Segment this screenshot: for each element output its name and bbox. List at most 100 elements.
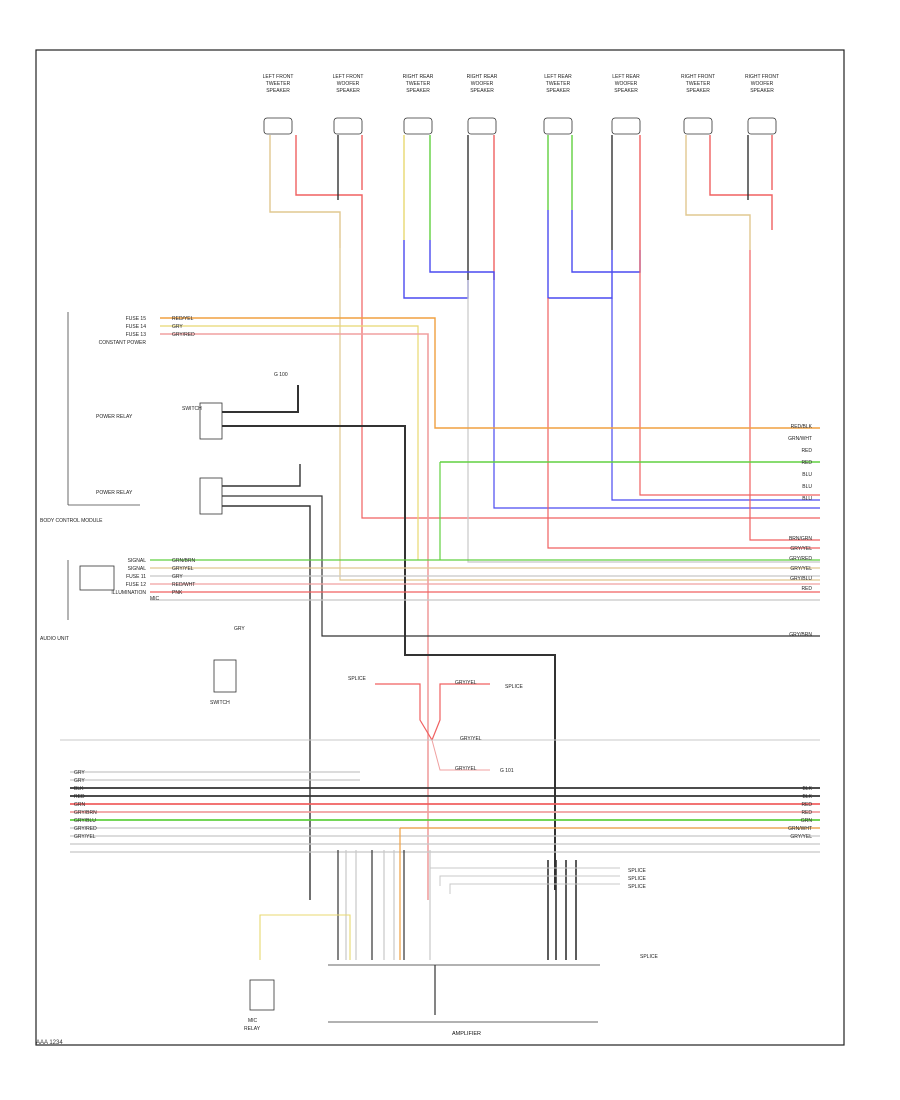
wire-label: GRN/BRN <box>172 558 195 564</box>
wire-label: RED/WHT <box>172 582 195 588</box>
pin-label: FUSE 14 <box>126 324 147 330</box>
footer-code: AAA 1234 <box>36 1040 63 1046</box>
pin-label: SIGNAL <box>128 558 147 564</box>
speaker-label-line: LEFT REAR <box>612 74 640 80</box>
bus-right-label: BLU <box>802 472 812 478</box>
splice-label: SPLICE <box>505 684 523 690</box>
pin-label: FUSE 13 <box>126 332 147 338</box>
speaker-label-line: TWEETER <box>406 81 431 87</box>
bus-right-label: GRN <box>801 818 813 824</box>
bus-right-label: BLU <box>802 496 812 502</box>
speaker-label-line: WOOFER <box>337 81 360 87</box>
pin-label: FUSE 11 <box>126 574 146 580</box>
speaker-label-line: SPEAKER <box>406 88 430 94</box>
mic-switch-label: SWITCH <box>210 700 230 706</box>
wire <box>709 135 773 230</box>
bus-right-label: GRY/YEL <box>790 566 812 572</box>
wire-label: GRY/YEL <box>172 566 194 572</box>
wire-label: GRY <box>172 324 183 330</box>
speaker-label-line: SPEAKER <box>266 88 290 94</box>
speaker-label-line: LEFT REAR <box>544 74 572 80</box>
bus-right-label: GRY/RED <box>789 556 812 562</box>
speaker-connector <box>611 117 641 135</box>
wire <box>269 135 341 248</box>
relay-bottom-label: POWER RELAY <box>96 490 133 496</box>
wire <box>222 464 301 487</box>
bus-right-label: BLK <box>803 794 813 800</box>
speaker-label-line: RIGHT REAR <box>467 74 498 80</box>
wire <box>547 298 820 549</box>
diagram-frame <box>35 49 845 1046</box>
speaker-label-line: SPEAKER <box>614 88 638 94</box>
wire <box>467 280 820 563</box>
bus-right-label: RED <box>801 448 812 454</box>
speaker-label-line: WOOFER <box>471 81 494 87</box>
amp-splice-label: SPLICE <box>628 884 646 890</box>
wire <box>295 135 363 230</box>
speaker-connector <box>263 117 293 135</box>
wire <box>160 317 820 429</box>
speaker-label-line: TWEETER <box>266 81 291 87</box>
bus-right-label: RED <box>801 460 812 466</box>
wire <box>160 333 429 900</box>
ground-symbol: G 100 <box>274 372 299 410</box>
amplifier-label: AMPLIFIER <box>452 1031 481 1037</box>
bus-left-label: RED <box>74 794 85 800</box>
bus-left-label: GRY/BRN <box>74 810 97 816</box>
bus-left-label: GRY <box>74 778 85 784</box>
bus-right-label: GRN/WHT <box>788 436 812 442</box>
bus-right-label: RED <box>801 586 812 592</box>
ground-label: G 101 <box>500 768 514 774</box>
wire <box>639 250 820 496</box>
bus-right-label: BLK <box>803 786 813 792</box>
bus-left-label: GRY <box>74 770 85 776</box>
power-relay-bottom <box>199 477 223 515</box>
pin-label: SIGNAL <box>128 566 147 572</box>
speaker-label-line: LEFT FRONT <box>263 74 294 80</box>
speaker-connector <box>543 117 573 135</box>
wire-label: PNK <box>172 590 183 596</box>
speaker-label-line: LEFT FRONT <box>333 74 364 80</box>
relay-top-label: POWER RELAY <box>96 414 133 420</box>
amplifier: AMPLIFIER <box>328 964 600 1037</box>
speaker-connector <box>683 117 713 135</box>
bus-right-label: GRY/BLU <box>790 576 812 582</box>
power-relay-top <box>199 402 223 440</box>
wire <box>449 883 620 894</box>
wire <box>429 240 495 280</box>
splice-label: GRY/YEL <box>455 766 477 772</box>
amp-splice-label: SPLICE <box>628 876 646 882</box>
wire <box>339 248 820 581</box>
bus-right-label: GRY/YEL <box>790 834 812 840</box>
audio-unit: AUDIO UNIT <box>40 560 115 642</box>
mic-label: MIC <box>150 596 160 602</box>
mic-wire-label: GRY <box>234 626 245 632</box>
bus-right-label: RED/BLK <box>791 424 813 430</box>
bus-right-label: GRN/WHT <box>788 826 812 832</box>
bus-left-label: GRY/BLU <box>74 818 96 824</box>
wire-label: RED/YEL <box>172 316 194 322</box>
splice-label: GRY/YEL <box>455 680 477 686</box>
wire <box>375 683 490 742</box>
bus-left-label: GRY/RED <box>74 826 97 832</box>
splice-label: GRY/YEL <box>460 736 482 742</box>
audio-unit-label: AUDIO UNIT <box>40 636 69 642</box>
speaker-label-line: SPEAKER <box>336 88 360 94</box>
speaker-connector <box>747 117 777 135</box>
speaker-connector <box>467 117 497 135</box>
wire <box>611 298 820 501</box>
bottom-mic-sub: RELAY <box>244 1026 261 1032</box>
wire <box>361 230 820 519</box>
speaker-label-line: RIGHT FRONT <box>745 74 779 80</box>
speaker-label-line: RIGHT FRONT <box>681 74 715 80</box>
wire <box>439 875 620 886</box>
speaker-connector <box>333 117 363 135</box>
bus-right-label: BLU <box>802 484 812 490</box>
wire-harness <box>60 135 820 960</box>
splice-label: SPLICE <box>348 676 366 682</box>
